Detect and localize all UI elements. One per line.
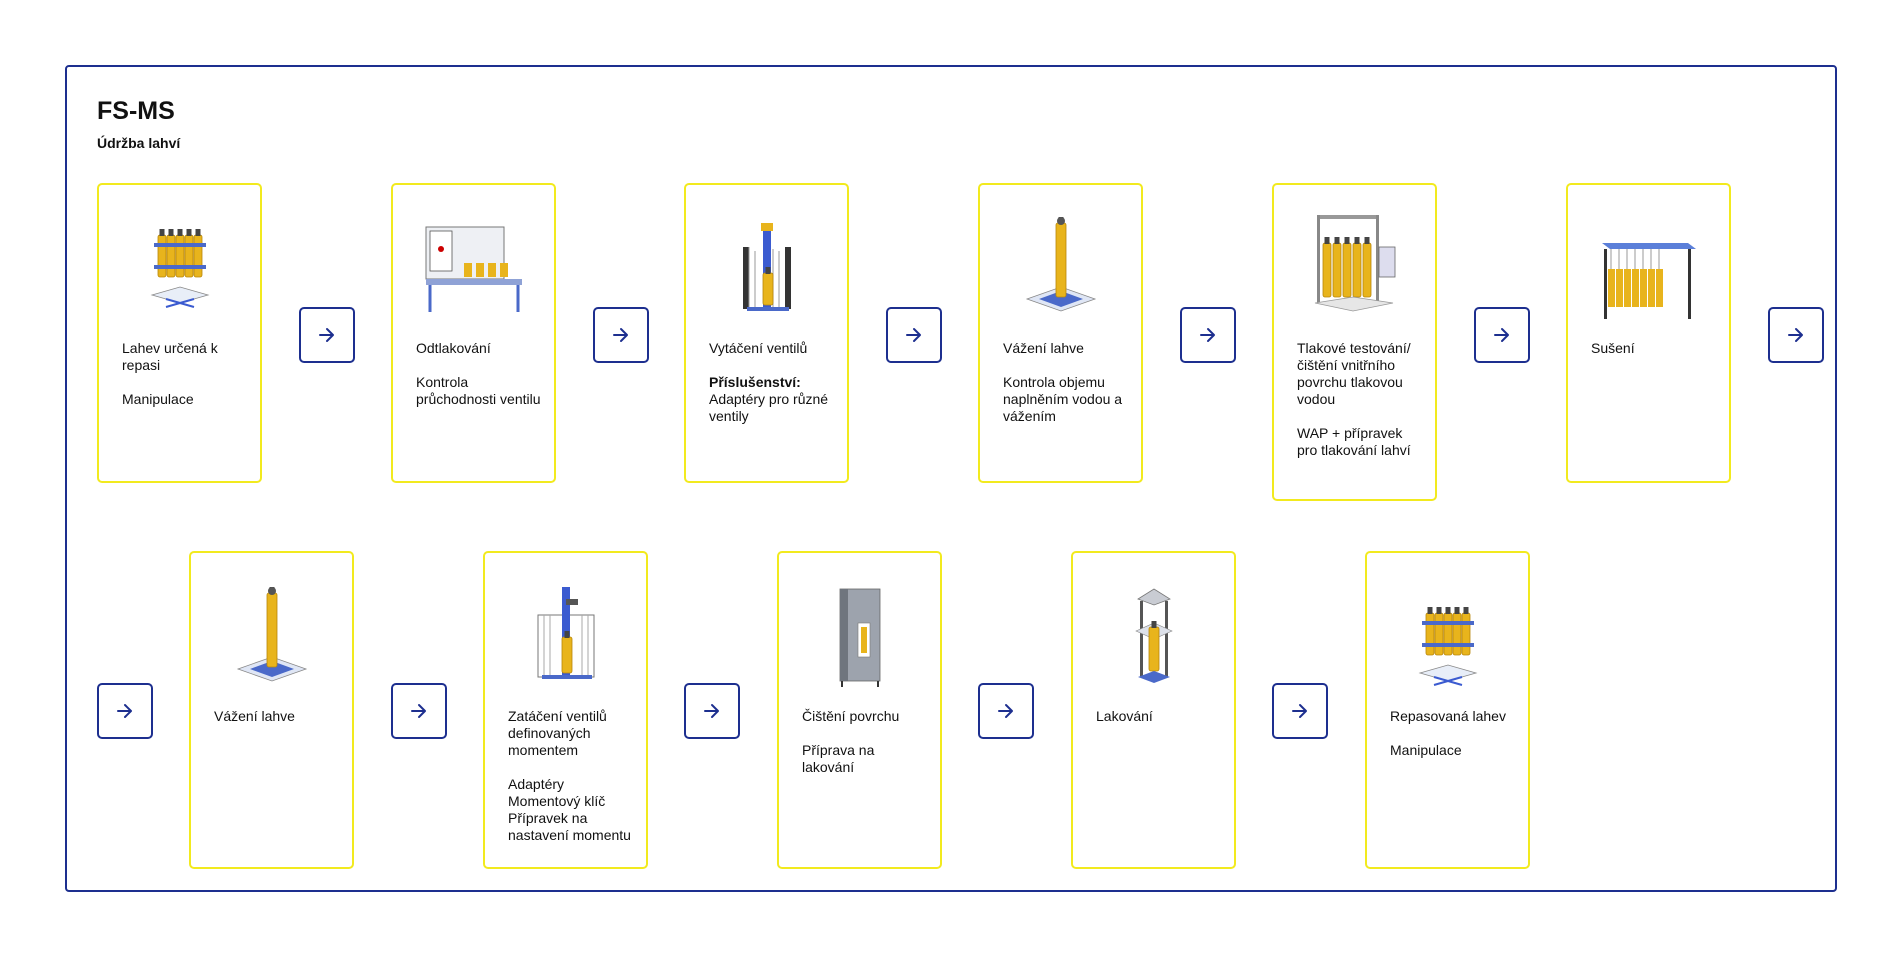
page-subtitle: Údržba lahví [97, 135, 181, 151]
depressurization-station-icon [393, 217, 554, 317]
flow-arrow-icon [684, 683, 740, 739]
flow-arrow-icon [886, 307, 942, 363]
cylinder-on-scale-icon [980, 213, 1141, 313]
flow-arrow-icon [1272, 683, 1328, 739]
step-heading: Čištění povrchu [802, 708, 900, 724]
step-heading: Vážení lahve [1003, 340, 1084, 356]
process-frame [65, 65, 1837, 892]
valve-torque-machine-icon [485, 585, 646, 685]
cylinder-on-scale-icon [191, 583, 352, 683]
step-heading: Vytáčení ventilů [709, 340, 808, 356]
surface-cleaning-cabinet-icon [779, 587, 940, 687]
step-details: Manipulace [1390, 742, 1462, 758]
step-details: Adaptéry Momentový klíč Přípravek na nas… [508, 776, 631, 843]
process-step-card: Vážení lahve [189, 551, 354, 869]
flow-arrow-icon [299, 307, 355, 363]
step-heading: Zatáčení ventilů definovaných momentem [508, 708, 607, 758]
cylinder-bundle-on-lift-icon [99, 213, 260, 313]
step-label: Příslušenství: [709, 374, 801, 390]
flow-arrow-icon [1180, 307, 1236, 363]
painting-booth-icon [1073, 587, 1234, 687]
flow-arrow-icon [978, 683, 1034, 739]
step-text: Lakování [1096, 708, 1221, 725]
flow-arrow-icon [97, 683, 153, 739]
pressure-testing-rack-icon [1274, 213, 1435, 313]
flow-arrow-icon [391, 683, 447, 739]
flow-arrow-icon [1768, 307, 1824, 363]
step-heading: Tlakové testování/čištění vnitřního povr… [1297, 340, 1411, 407]
step-heading: Lahev určená k repasi [122, 340, 218, 373]
step-heading: Vážení lahve [214, 708, 295, 724]
page-title: FS-MS [97, 97, 175, 125]
process-step-card: Sušení [1566, 183, 1731, 483]
cylinder-bundle-on-lift-icon [1367, 591, 1528, 691]
step-heading: Repasovaná lahev [1390, 708, 1506, 724]
step-heading: Odtlakování [416, 340, 491, 356]
step-text: Tlakové testování/čištění vnitřního povr… [1297, 340, 1422, 459]
valve-unscrewing-machine-icon [686, 217, 847, 317]
step-details: Manipulace [122, 391, 194, 407]
step-details: Příprava na lakování [802, 742, 875, 775]
step-details: Kontrola průchodnosti ventilu [416, 374, 541, 407]
step-details: Příslušenství: Adaptéry pro různé ventil… [709, 374, 829, 424]
drying-rack-icon [1568, 229, 1729, 329]
step-heading: Sušení [1591, 340, 1635, 356]
process-step-card: Tlakové testování/čištění vnitřního povr… [1272, 183, 1437, 501]
flow-arrow-icon [593, 307, 649, 363]
process-step-card: Lakování [1071, 551, 1236, 869]
step-details: WAP + přípravek pro tlakování lahví [1297, 425, 1411, 458]
step-text: Vážení lahve [214, 708, 339, 725]
step-details: Kontrola objemu naplněním vodou a vážení… [1003, 374, 1123, 424]
flow-arrow-icon [1474, 307, 1530, 363]
step-heading: Lakování [1096, 708, 1153, 724]
step-text: Sušení [1591, 340, 1716, 357]
